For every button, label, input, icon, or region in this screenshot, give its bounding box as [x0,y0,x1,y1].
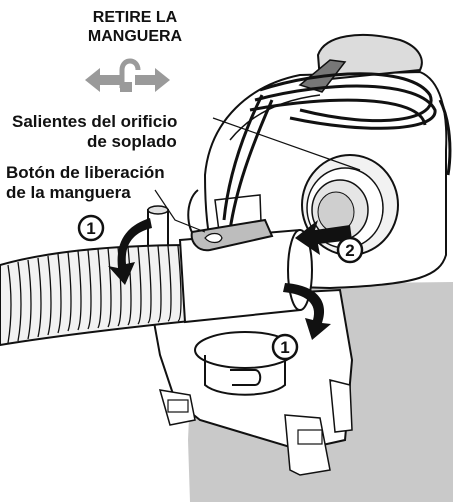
arrow-left-arrow-right-with-unlock-icon [85,58,170,92]
label-blower-port-tabs-line-1: Salientes del orificio [12,112,178,131]
instruction-title-line-2: MANGUERA [87,28,183,45]
step-marker-3: 1 [271,333,299,361]
step-marker-3-number: 1 [280,338,289,357]
down-arrow-3 [283,283,331,340]
hose [0,243,202,347]
pull-arrow-2 [295,220,352,255]
power-cord [222,72,452,231]
step-marker-1: 1 [77,214,105,242]
label-blower-port-tabs-line-2: de soplado [87,132,177,151]
step-marker-1-number: 1 [86,219,95,238]
carry-handle [316,34,423,82]
step-marker-2: 2 [336,236,364,264]
label-hose-release-button-line-2: de la manguera [6,183,131,202]
label-hose-release-button-line-1: Botón de liberación [6,163,165,182]
pull-arrow-1 [108,218,152,285]
leader-line-release-button [154,189,206,233]
instruction-title-line-1: RETIRE LA [92,9,178,26]
blower-port [301,154,399,256]
label-blower-port-tabs: Salientes del orificio de soplado [12,112,177,152]
leader-line-blower-port [212,117,361,171]
step-marker-2-number: 2 [345,241,354,260]
instruction-title: RETIRE LA MANGUERA [60,8,210,46]
label-hose-release-button: Botón de liberación de la manguera [6,163,165,203]
